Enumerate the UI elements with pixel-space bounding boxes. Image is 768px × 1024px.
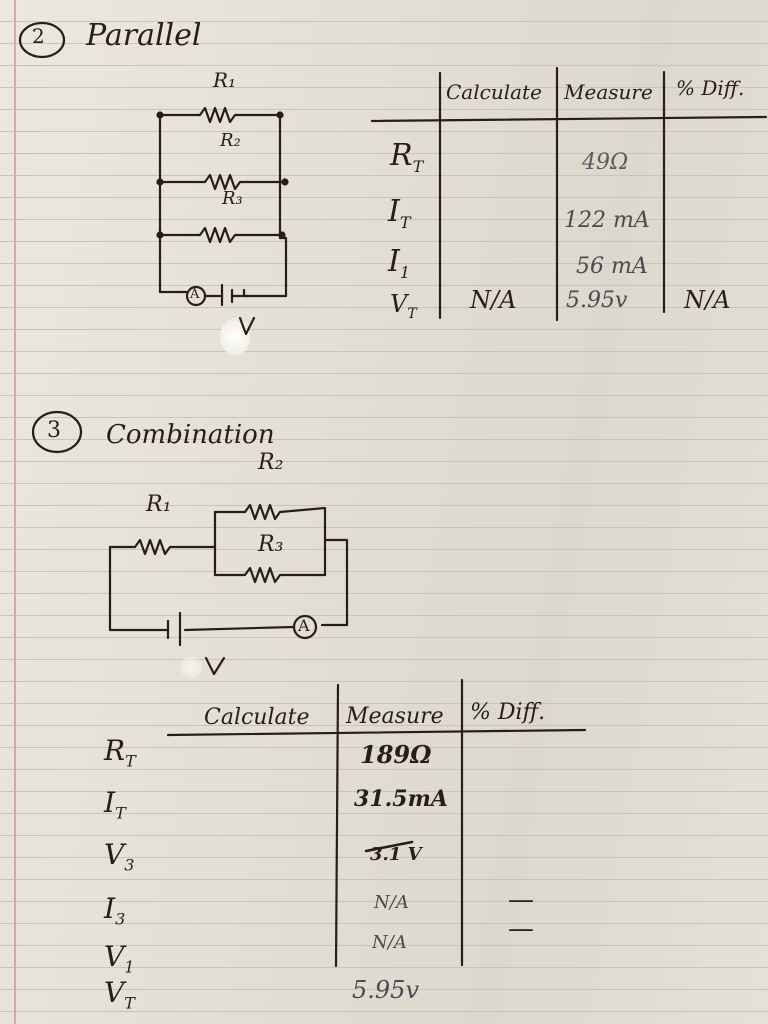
cell-diff: — — [508, 885, 534, 915]
cell-measure: 5.95v — [352, 976, 419, 1004]
table-header-calculate: Calculate — [204, 705, 310, 730]
cell-diff: — — [508, 914, 534, 944]
cell-measure: 49Ω — [582, 150, 629, 175]
section-number: 3 — [47, 418, 61, 443]
table-header-diff: % Diff. — [470, 700, 546, 725]
combination-table-grid — [166, 678, 587, 968]
row-label: IT — [388, 194, 411, 232]
row-label: I1 — [388, 244, 411, 282]
resistor-label-r3: R₃ — [222, 188, 243, 209]
cell-measure: 31.5mA — [354, 786, 448, 812]
cell-measure: 122 mA — [564, 208, 650, 233]
resistor-label-r3: R₃ — [258, 532, 284, 557]
cell-measure: 3.1 V — [370, 844, 422, 865]
parallel-circuit-diagram — [158, 106, 288, 336]
table-header-measure: Measure — [564, 80, 653, 104]
row-label: I3 — [104, 892, 126, 929]
section-title: Parallel — [86, 18, 202, 53]
cell-measure: N/A — [372, 932, 407, 953]
section-number: 2 — [32, 24, 45, 48]
resistor-label-r1: R₁ — [146, 492, 172, 517]
margin-line — [14, 0, 16, 1024]
resistor-label-r2: R₂ — [220, 130, 241, 151]
glare-spot — [180, 656, 202, 678]
ammeter-label: A — [190, 287, 200, 302]
cell-diff: N/A — [684, 286, 731, 314]
row-label: V3 — [104, 838, 135, 875]
cell-calculate: N/A — [470, 286, 517, 314]
parallel-table-grid — [370, 66, 768, 322]
cell-measure: 189Ω — [360, 740, 432, 769]
row-label: RT — [390, 138, 424, 176]
row-label: VT — [390, 290, 417, 322]
table-header-calculate: Calculate — [446, 80, 542, 104]
row-label: RT — [104, 734, 136, 771]
table-header-diff: % Diff. — [676, 76, 745, 100]
table-header-measure: Measure — [346, 704, 444, 729]
row-label: VT — [104, 976, 135, 1013]
combination-circuit-diagram — [108, 503, 349, 676]
row-label: IT — [104, 786, 126, 823]
cell-measure: 56 mA — [576, 254, 648, 279]
ammeter-label: A — [298, 616, 310, 635]
resistor-label-r2: R₂ — [258, 450, 284, 475]
cell-measure: 5.95v — [566, 288, 628, 313]
resistor-label-r1: R₁ — [213, 68, 237, 92]
section-title: Combination — [106, 420, 275, 450]
cell-measure: N/A — [374, 892, 409, 913]
row-label: V1 — [104, 940, 135, 977]
glare-spot — [220, 318, 250, 356]
